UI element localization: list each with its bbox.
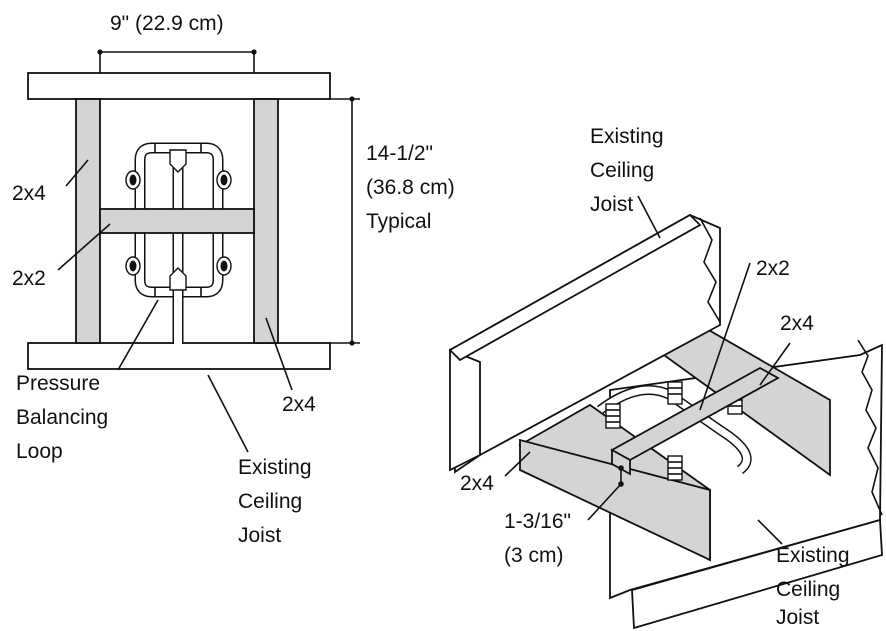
left-2x4-block-face (519, 438, 711, 562)
gap-dimension-line2: (3 cm) (504, 544, 564, 567)
label-2x4-right-iso: 2x4 (780, 312, 814, 335)
fitting (667, 381, 683, 405)
2x2-crossbar (99, 208, 255, 234)
right-isometric-view: Existing Ceiling Joist 2x2 2x4 2x4 1-3/1… (448, 125, 883, 630)
right-2x4-stud (253, 98, 279, 344)
label-loop-line3: Loop (16, 440, 63, 463)
label-2x2: 2x2 (12, 267, 46, 290)
label-joist-line1: Existing (238, 456, 312, 479)
fitting (605, 403, 621, 429)
height-dimension-line1: 14-1/2" (366, 142, 433, 165)
label-joist-bottom-line3: Joist (776, 606, 819, 629)
width-dimension: 9" (22.9 cm) (97, 12, 257, 73)
top-ceiling-joist (27, 72, 331, 100)
pressure-balancing-loop (125, 142, 232, 344)
2x2-crossbar-end (611, 448, 631, 476)
height-dimension-line2: (36.8 cm) (366, 176, 455, 199)
label-2x4-upper: 2x4 (12, 182, 46, 205)
fitting (125, 256, 141, 276)
label-joist-line2: Ceiling (238, 490, 302, 513)
pressure-balancing-loop-iso (597, 381, 752, 481)
fitting (667, 455, 683, 481)
front-ceiling-joist (448, 213, 721, 474)
left-2x4-stud (75, 98, 101, 344)
label-joist-top-line3: Joist (590, 193, 633, 216)
height-dimension: 14-1/2" (36.8 cm) Typical (330, 96, 455, 346)
label-loop-line2: Balancing (16, 406, 108, 429)
label-2x4-left-iso: 2x4 (460, 472, 494, 495)
label-joist-line3: Joist (238, 524, 281, 547)
height-dimension-line3: Typical (366, 210, 431, 233)
bottom-ceiling-joist (27, 342, 331, 370)
label-joist-top-line1: Existing (590, 125, 664, 148)
gap-dimension (587, 465, 624, 521)
label-loop-line1: Pressure (16, 372, 100, 395)
left-elevation-view: 9" (22.9 cm) 14-1/2" (36.8 cm) Typical 2… (12, 12, 455, 547)
label-joist-bottom-line1: Existing (776, 544, 850, 567)
gap-dimension-line1: 1-3/16" (504, 510, 571, 533)
label-joist-top-line2: Ceiling (590, 159, 654, 182)
label-2x4-lower: 2x4 (282, 393, 316, 416)
fitting (216, 170, 232, 190)
width-dimension-text: 9" (22.9 cm) (110, 12, 224, 35)
label-2x2-iso: 2x2 (756, 257, 790, 280)
fitting (125, 170, 141, 190)
label-joist-bottom-line2: Ceiling (776, 578, 840, 601)
fitting (216, 256, 232, 276)
